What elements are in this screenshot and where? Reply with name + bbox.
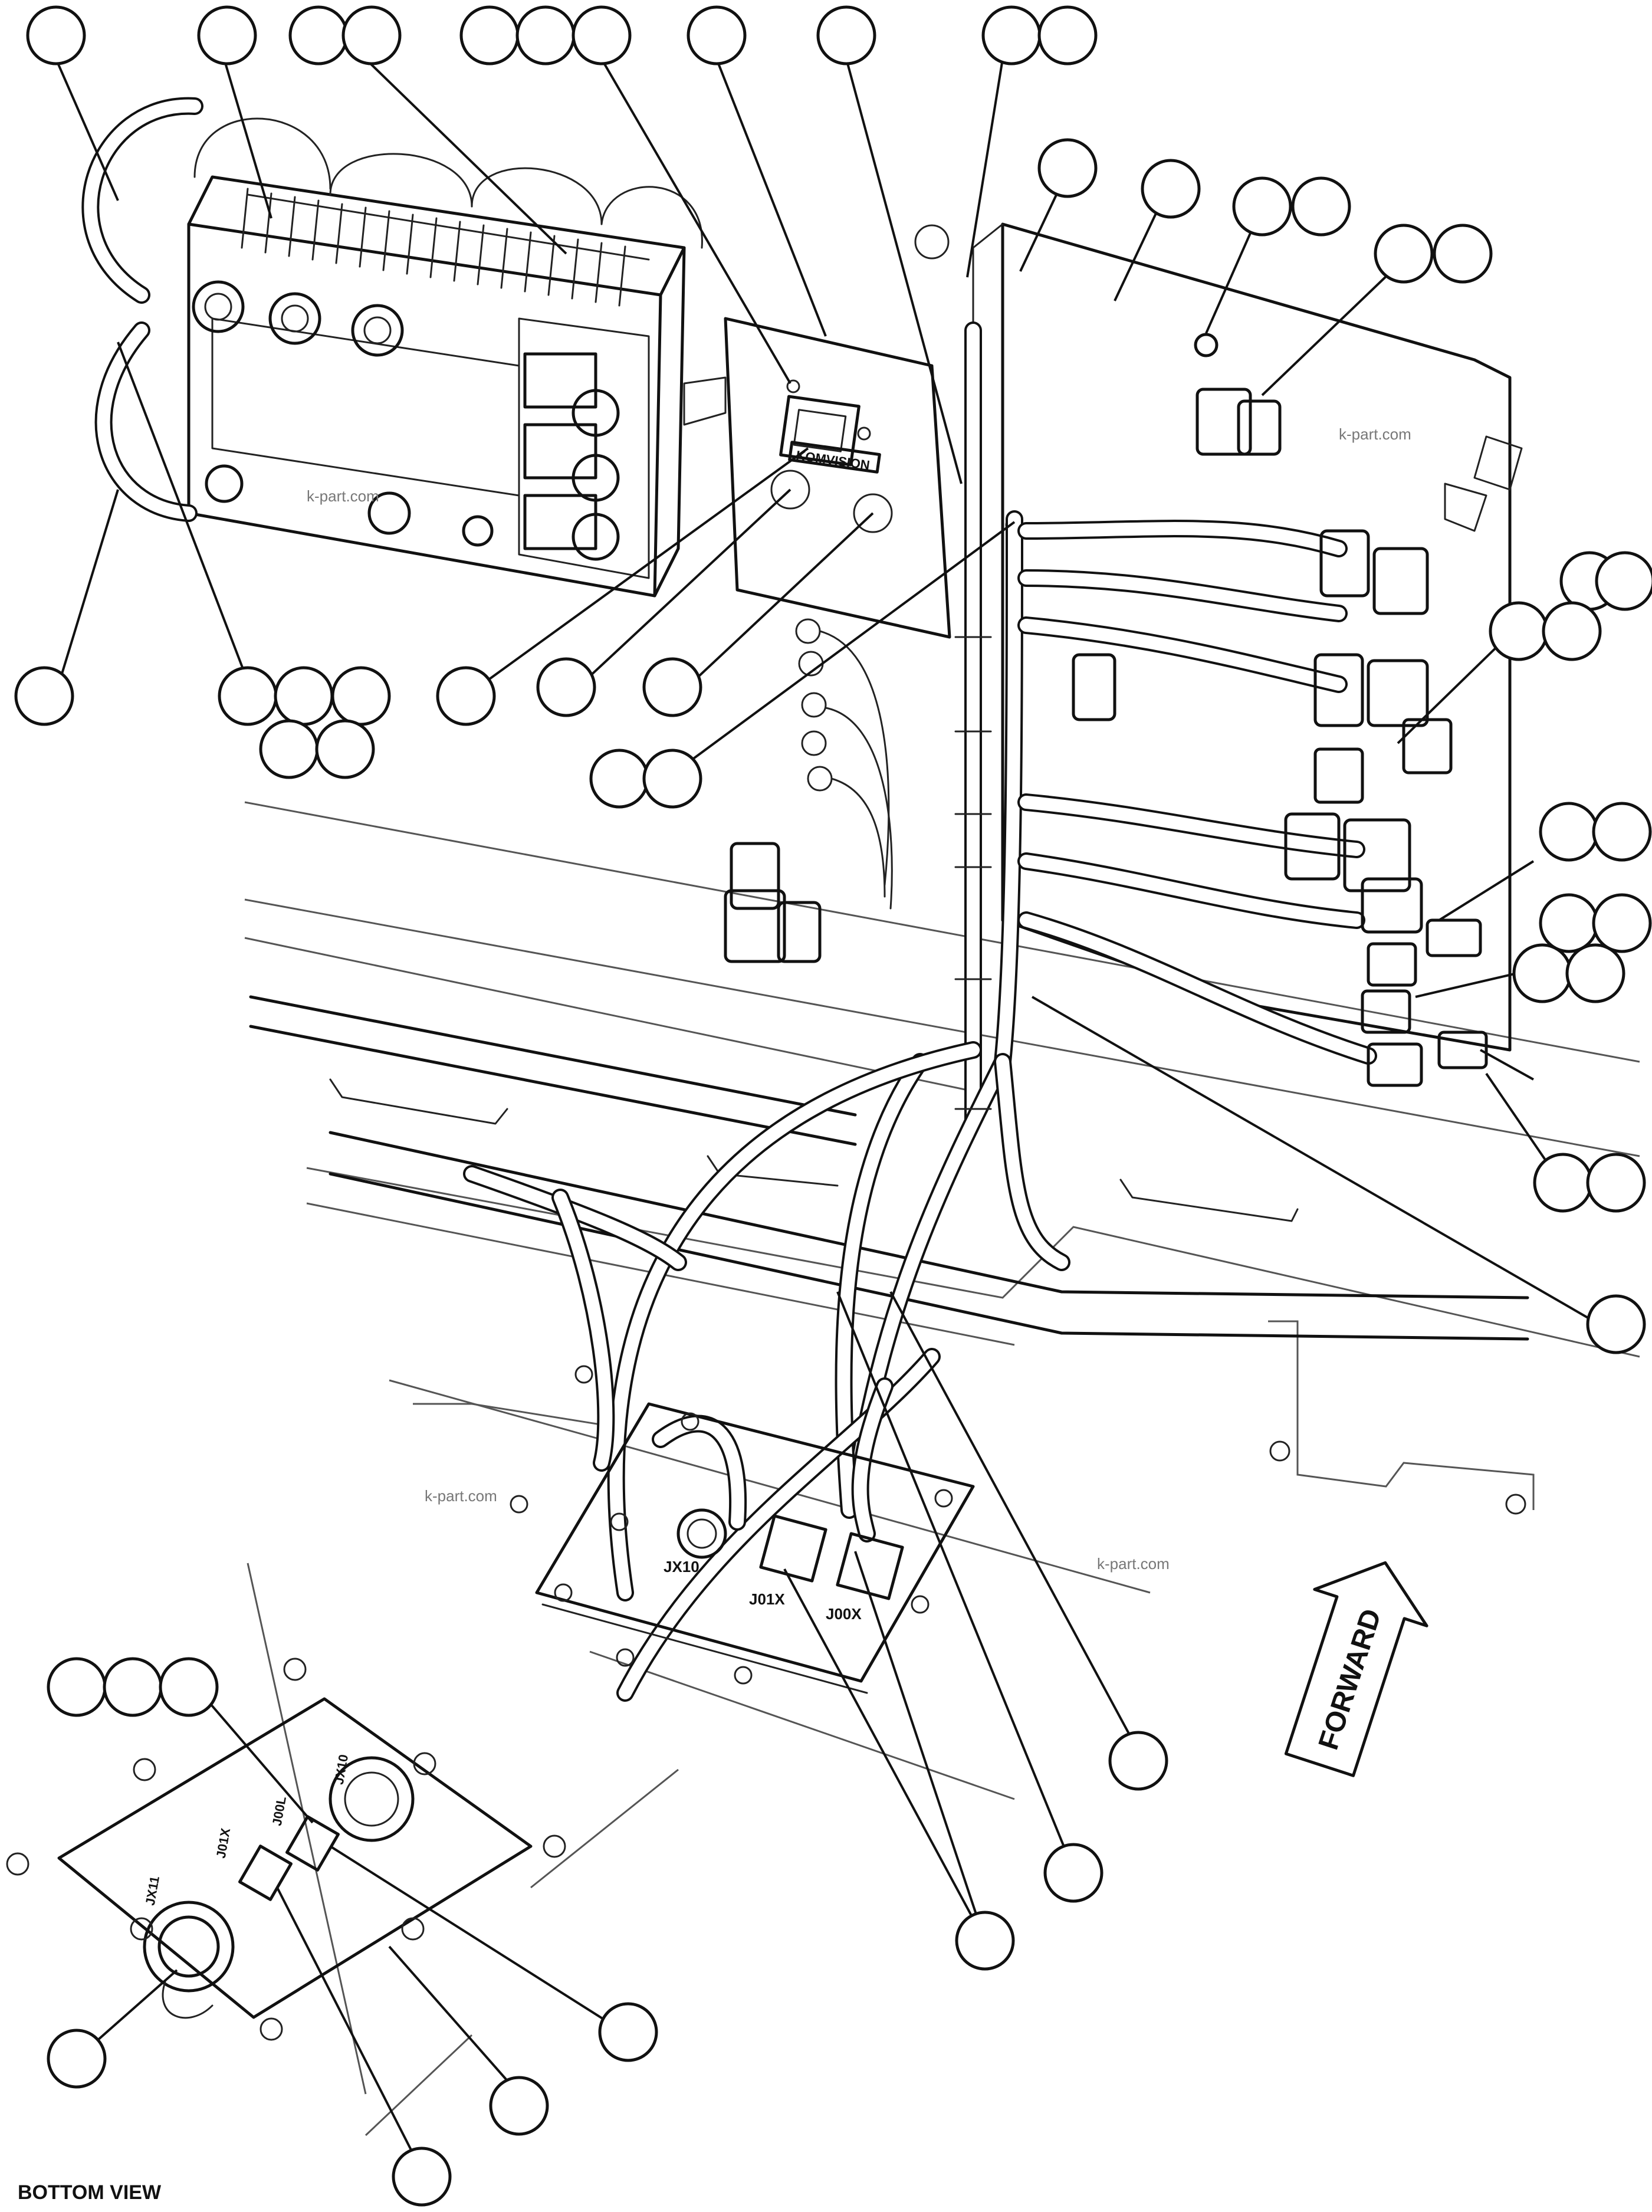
callout-circle <box>1539 802 1599 862</box>
callout-circle <box>1542 601 1602 661</box>
callout-circle <box>197 5 257 65</box>
callout-circle <box>1489 601 1549 661</box>
callout-circle <box>816 5 876 65</box>
floor-plate: JX10 J01X J00X <box>510 1365 1526 1694</box>
controller-box <box>187 117 703 598</box>
ring-terminals <box>795 618 893 910</box>
callout-circle <box>1037 5 1098 65</box>
callout-circle <box>1141 159 1201 219</box>
callout-circle <box>687 5 747 65</box>
callout-circle <box>1586 1294 1646 1354</box>
callout-circle <box>103 1657 163 1717</box>
bottom-view-inset: JX11 J01X J00L JX10 <box>6 1658 566 2041</box>
callouts <box>14 5 1652 2207</box>
j00x-label: J00X <box>826 1605 862 1623</box>
callout-circle <box>1539 893 1599 953</box>
callout-circle <box>1595 551 1652 611</box>
callout-circle <box>1586 1153 1646 1213</box>
callout-circle <box>572 5 632 65</box>
watermark: k-part.com <box>307 487 379 505</box>
callout-circle <box>955 1911 1015 1971</box>
callout-circle <box>1512 943 1572 1003</box>
callout-circle <box>589 749 649 809</box>
callout-circle <box>1108 1731 1168 1791</box>
callout-circle <box>1291 176 1351 237</box>
callout-circle <box>489 2076 549 2136</box>
callout-circle <box>1533 1153 1593 1213</box>
bottom-view-caption: BOTTOM VIEW <box>18 2181 162 2204</box>
callout-circle <box>331 666 391 726</box>
callout-circle <box>341 5 402 65</box>
watermark: k-part.com <box>425 1487 497 1505</box>
callout-circle <box>1374 224 1434 284</box>
plate-connectors <box>724 388 1488 1087</box>
callout-circle <box>981 5 1042 65</box>
watermark: k-part.com <box>1339 425 1411 443</box>
forward-arrow: FORWARD <box>1284 1561 1428 1777</box>
callout-circle <box>436 666 496 726</box>
callout-circle <box>1565 943 1625 1003</box>
callout-circle <box>47 1657 107 1717</box>
watermark: k-part.com <box>1097 1555 1170 1573</box>
callout-circle <box>315 719 375 779</box>
callout-circle <box>459 5 520 65</box>
callout-circle <box>159 1657 219 1717</box>
callout-circle <box>1232 176 1292 237</box>
callout-circle <box>1043 1843 1103 1903</box>
callout-circle <box>642 657 702 717</box>
callout-circle <box>515 5 576 65</box>
callout-circle <box>1592 802 1652 862</box>
callout-circle <box>47 2029 107 2089</box>
callout-circle <box>392 2147 452 2207</box>
callout-circle <box>259 719 319 779</box>
callout-circle <box>274 666 334 726</box>
bottom-j00l-label: J00L <box>270 1796 289 1827</box>
callout-circle <box>1592 893 1652 953</box>
callout-circle <box>536 657 596 717</box>
bottom-jx10-label: JX10 <box>331 1753 352 1786</box>
callout-circle <box>26 5 86 65</box>
bottom-j01x-label: J01X <box>214 1827 234 1859</box>
callout-circle <box>218 666 278 726</box>
chassis-lines <box>244 801 1640 2136</box>
callout-circle <box>1037 138 1098 198</box>
forward-label: FORWARD <box>1313 1605 1388 1753</box>
bottom-jx11-label: JX11 <box>143 1875 162 1907</box>
callout-circle <box>598 2002 658 2062</box>
wire-harness <box>81 97 1377 1702</box>
jx10-label: JX10 <box>664 1558 699 1576</box>
callout-circle <box>1433 224 1493 284</box>
callout-circle <box>14 666 74 726</box>
j01x-label: J01X <box>749 1590 785 1608</box>
callout-circle <box>288 5 349 65</box>
callout-circle <box>642 749 702 809</box>
